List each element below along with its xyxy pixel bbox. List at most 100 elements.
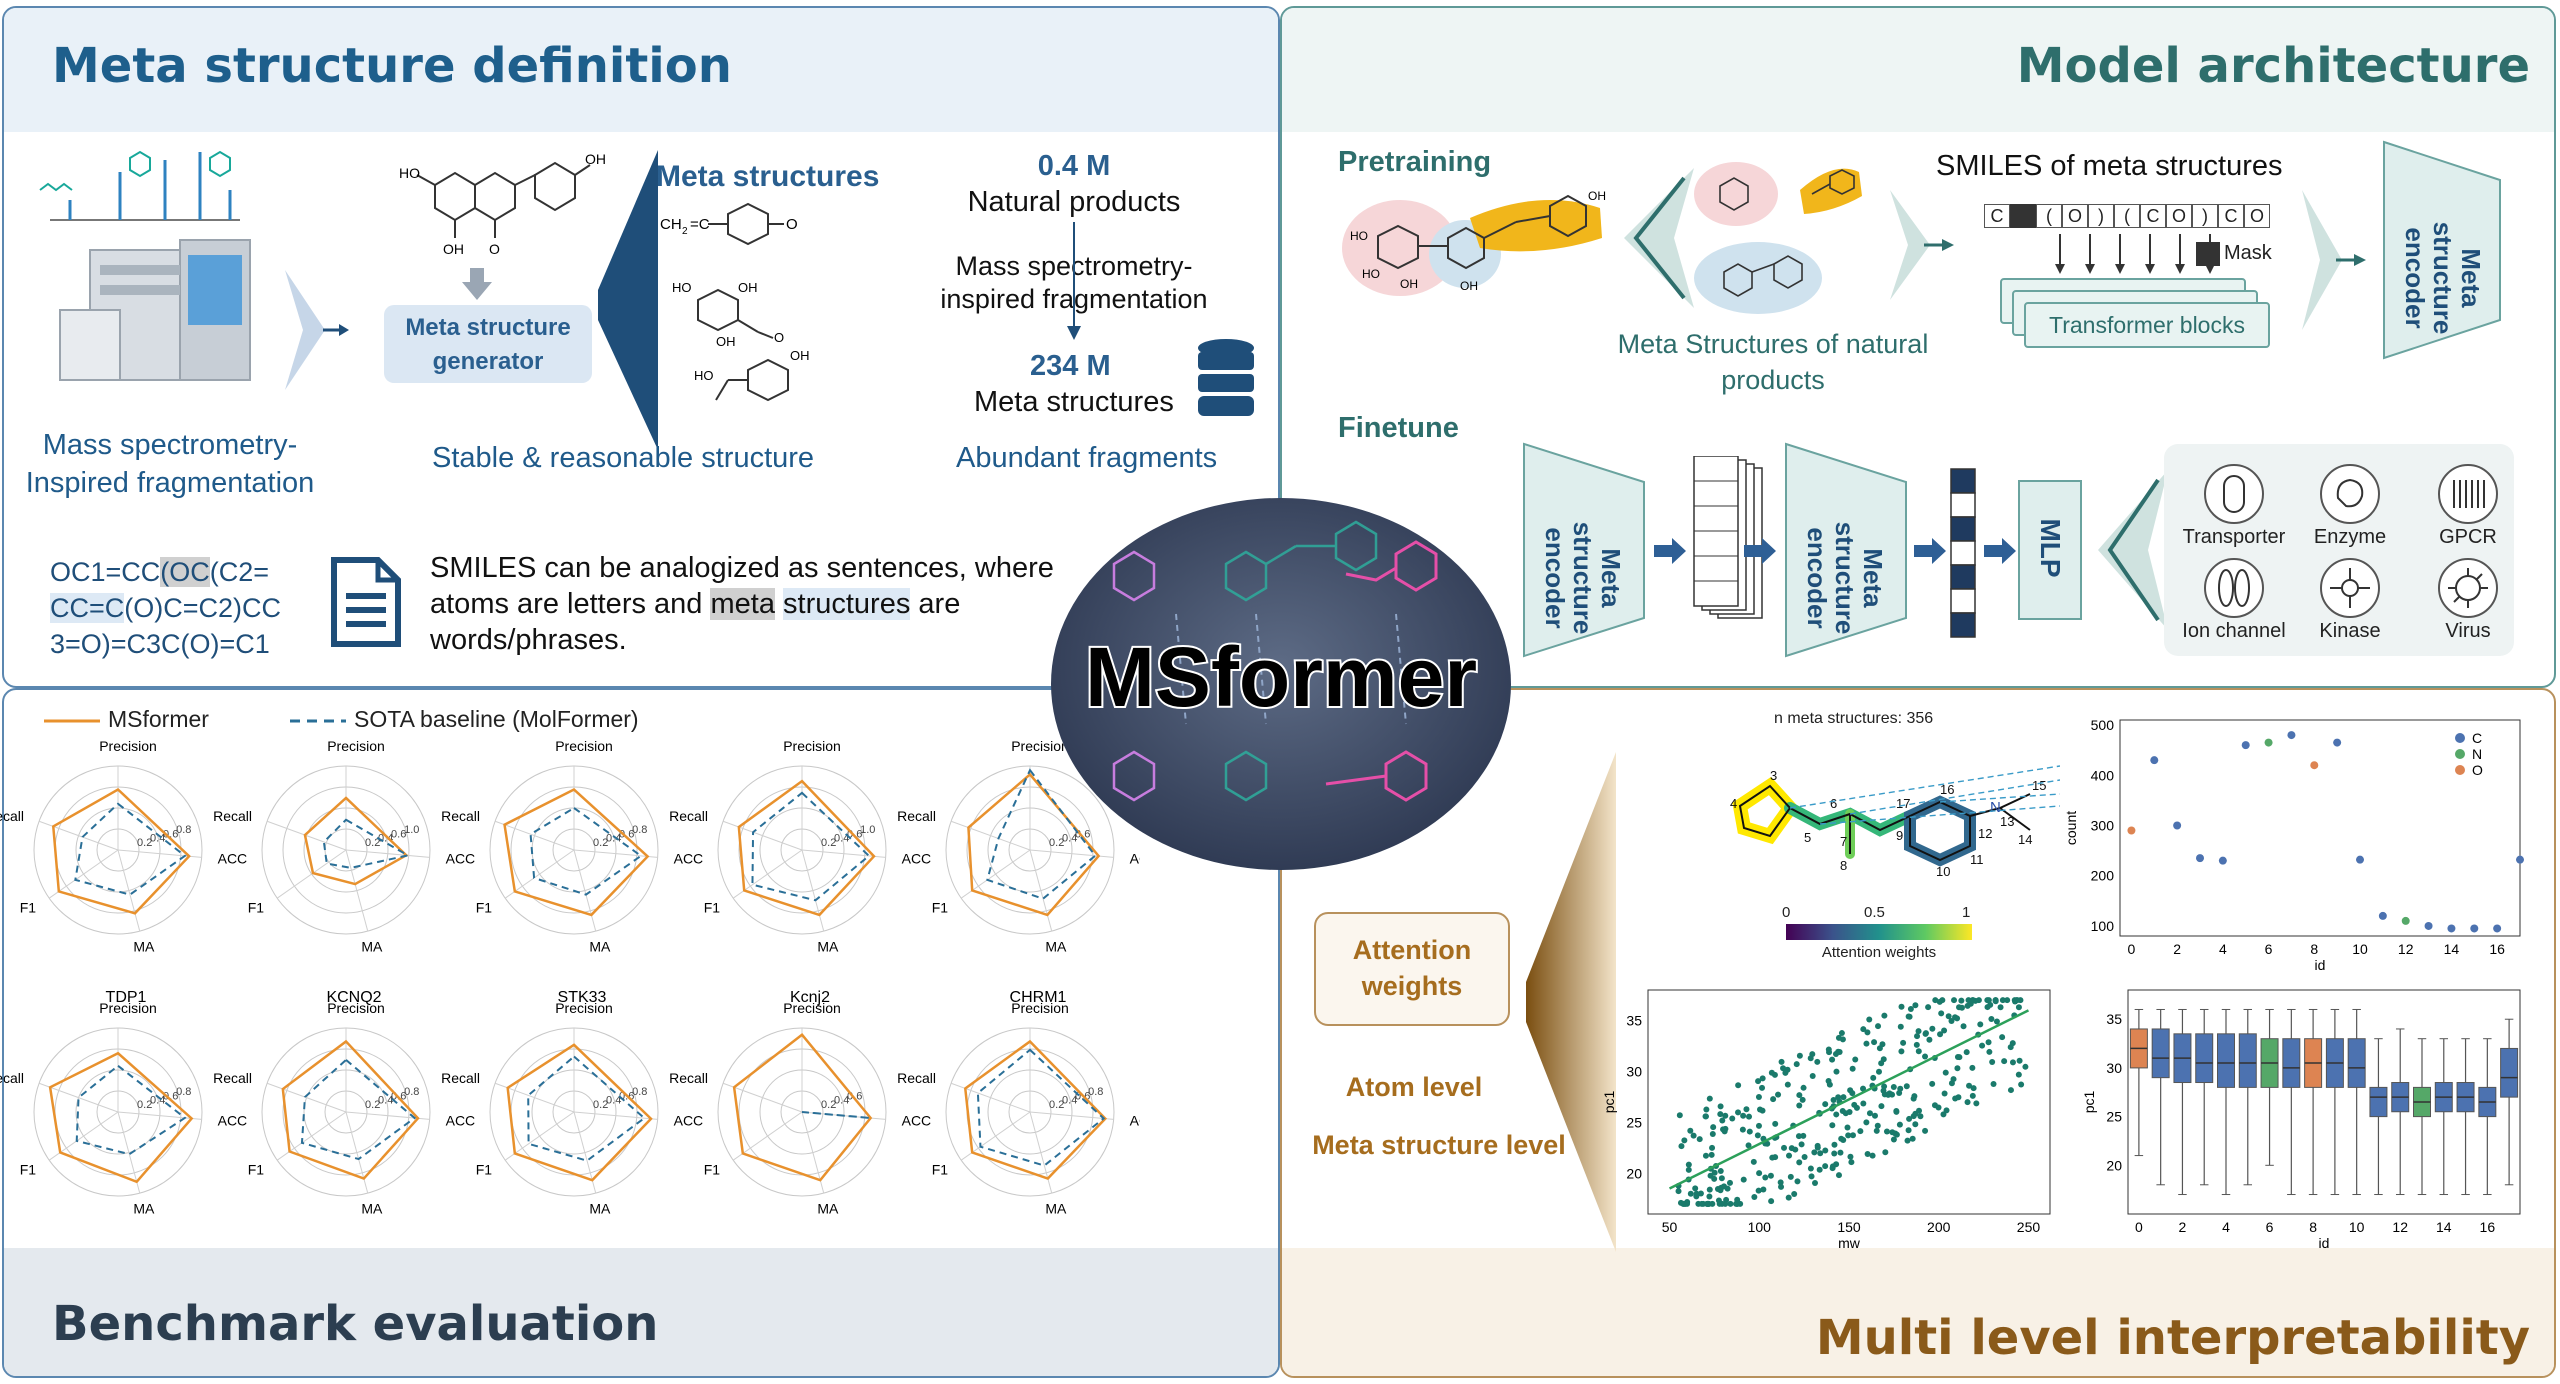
box-body bbox=[2217, 1033, 2235, 1088]
pc1-mw-point bbox=[2017, 997, 2024, 1004]
mask-legend-swatch bbox=[2196, 242, 2220, 266]
boxplot-xtick: 0 bbox=[2135, 1219, 2143, 1235]
pc1-mw-point bbox=[1811, 1149, 1818, 1156]
pc1-mw-point bbox=[1681, 1137, 1688, 1144]
radar-baseline-series bbox=[75, 1064, 187, 1156]
radar-spoke bbox=[573, 1111, 658, 1120]
radar-msformer-series bbox=[737, 779, 876, 917]
pc1-mw-point bbox=[1760, 1186, 1767, 1193]
count-legend-label: N bbox=[2472, 746, 2482, 762]
count-xtick: 4 bbox=[2219, 941, 2227, 957]
pc1-mw-point bbox=[1759, 1107, 1766, 1114]
radar-tick: 0.8 bbox=[632, 1086, 647, 1098]
pc1-mw-point bbox=[1755, 1187, 1762, 1194]
pretrain-encoder-block bbox=[2383, 140, 2501, 360]
radar-spoke bbox=[117, 849, 141, 932]
pc1-mw-point bbox=[1881, 1012, 1888, 1019]
pc1-mw-point bbox=[1954, 1053, 1961, 1060]
pc1-mw-point bbox=[1726, 1179, 1733, 1186]
radar-axis-label: F1 bbox=[248, 1161, 265, 1177]
pc1-mw-point bbox=[1835, 1172, 1842, 1179]
pc1-mw-point bbox=[1864, 1150, 1871, 1157]
q3-title: Benchmark evaluation bbox=[52, 1296, 659, 1352]
boxplot-xtick: 8 bbox=[2309, 1219, 2317, 1235]
token-7: O bbox=[2166, 204, 2192, 228]
radar-axis-label: MA bbox=[133, 1201, 155, 1217]
pc1-mw-point bbox=[1984, 1004, 1991, 1011]
meta-count-label: Meta structures bbox=[974, 386, 1174, 418]
token-6: C bbox=[2140, 204, 2166, 228]
pretraining-label: Pretraining bbox=[1338, 146, 1492, 178]
attention-line2: weights bbox=[1361, 971, 1463, 1001]
pc1-mw-point bbox=[1801, 1154, 1808, 1161]
pc1-mw-point bbox=[1882, 1149, 1889, 1156]
pc1-mw-point bbox=[1768, 1198, 1775, 1205]
radar-msformer-series bbox=[303, 796, 409, 886]
pc1-mw-point bbox=[1771, 1071, 1778, 1078]
flavone-molecule: HO OH O OH bbox=[399, 151, 605, 257]
fe2-l3: encoder bbox=[1802, 527, 1832, 629]
token-8: ) bbox=[2192, 204, 2218, 228]
radar-spoke bbox=[117, 1111, 141, 1194]
pc1-mw-point bbox=[1836, 1048, 1843, 1055]
pc1-mw-point bbox=[1969, 997, 1976, 1004]
svg-text:HO: HO bbox=[1350, 229, 1368, 243]
pc1-mw-point bbox=[1816, 1166, 1823, 1173]
analogy-line1: SMILES can be analogized as sentences, w… bbox=[430, 552, 1054, 584]
pc1-mw-point bbox=[1838, 1030, 1845, 1037]
svg-text:17: 17 bbox=[1896, 796, 1910, 811]
pc1-mw-point bbox=[1756, 1170, 1763, 1177]
pc1-mw-point bbox=[1754, 1132, 1761, 1139]
generator-line1: Meta structure bbox=[405, 314, 571, 341]
pc1-mw-point bbox=[1869, 1152, 1876, 1159]
pc1-mw-point bbox=[1829, 1163, 1836, 1170]
svg-text:15: 15 bbox=[2032, 778, 2046, 793]
radar-spoke bbox=[950, 1082, 1031, 1113]
ms-caption: Mass spectrometry- Inspired fragmentatio… bbox=[10, 426, 330, 502]
pc1-mw-point bbox=[1794, 1178, 1801, 1185]
svg-text:OH: OH bbox=[790, 348, 810, 363]
radar-axis-label: Precision bbox=[555, 1000, 613, 1016]
pc1-mw-point bbox=[1900, 1039, 1907, 1046]
natural-products-label: Natural products bbox=[967, 186, 1181, 218]
radar-tick: 1.0 bbox=[860, 824, 875, 836]
svg-text:13: 13 bbox=[2000, 814, 2014, 829]
pc1-mw-point bbox=[1973, 1100, 1980, 1107]
pc1-mw-point bbox=[1809, 1073, 1816, 1080]
radar-axis-label: MA bbox=[817, 1201, 839, 1217]
radar-cacna1h: CACNA1HPrecisionACCMAF1Recall0.20.40.61.… bbox=[213, 740, 475, 955]
radar-spoke bbox=[1029, 1111, 1053, 1194]
pc1-mw-point bbox=[1687, 1190, 1694, 1197]
pc1-mw-point bbox=[1969, 1092, 1976, 1099]
kinase-icon bbox=[2320, 558, 2380, 618]
generator-line2: generator bbox=[432, 348, 544, 375]
svg-text:11: 11 bbox=[1970, 852, 1984, 867]
radar-chrm1: CHRM1PrecisionACCMAF1Recall0.20.40.60.8 bbox=[897, 989, 1140, 1217]
svg-text:16: 16 bbox=[1940, 782, 1954, 797]
pc1-mw-point bbox=[1706, 1095, 1713, 1102]
spectrum-fragments bbox=[39, 150, 231, 192]
radar-spoke bbox=[1029, 1111, 1114, 1120]
pc1-mw-point bbox=[1685, 1166, 1692, 1173]
radar-spoke bbox=[722, 820, 803, 851]
pc1-mw-point bbox=[1759, 1075, 1766, 1082]
count-xlabel: id bbox=[2315, 957, 2326, 973]
smiles-highlight-1: (OC bbox=[160, 557, 210, 587]
pc1-mw-point bbox=[1914, 1033, 1921, 1040]
pretrain-encoder-label: Meta structure encoder bbox=[2400, 203, 2486, 353]
count-xtick: 10 bbox=[2352, 941, 2368, 957]
pc1-mw-point bbox=[1787, 1173, 1794, 1180]
pc1-mw-point bbox=[1719, 1117, 1726, 1124]
virus-icon bbox=[2438, 558, 2498, 618]
radar-axis-label: Precision bbox=[783, 1000, 841, 1016]
pc1-mw-point bbox=[1912, 1121, 1919, 1128]
radar-sars-cov2: SARS-CoV2PrecisionACCMAF1Recall0.20.40.6… bbox=[441, 740, 703, 955]
pc1-mw-xlabel: mw bbox=[1838, 1235, 1861, 1251]
radar-axis-label: F1 bbox=[932, 1161, 949, 1177]
pc1-mw-point bbox=[1866, 1110, 1873, 1117]
pc1-mw-point bbox=[1871, 1112, 1878, 1119]
radar-title: CHRM1 bbox=[1010, 989, 1067, 1006]
pc1-mw-point bbox=[1883, 1128, 1890, 1135]
count-legend-label: O bbox=[2472, 762, 2483, 778]
